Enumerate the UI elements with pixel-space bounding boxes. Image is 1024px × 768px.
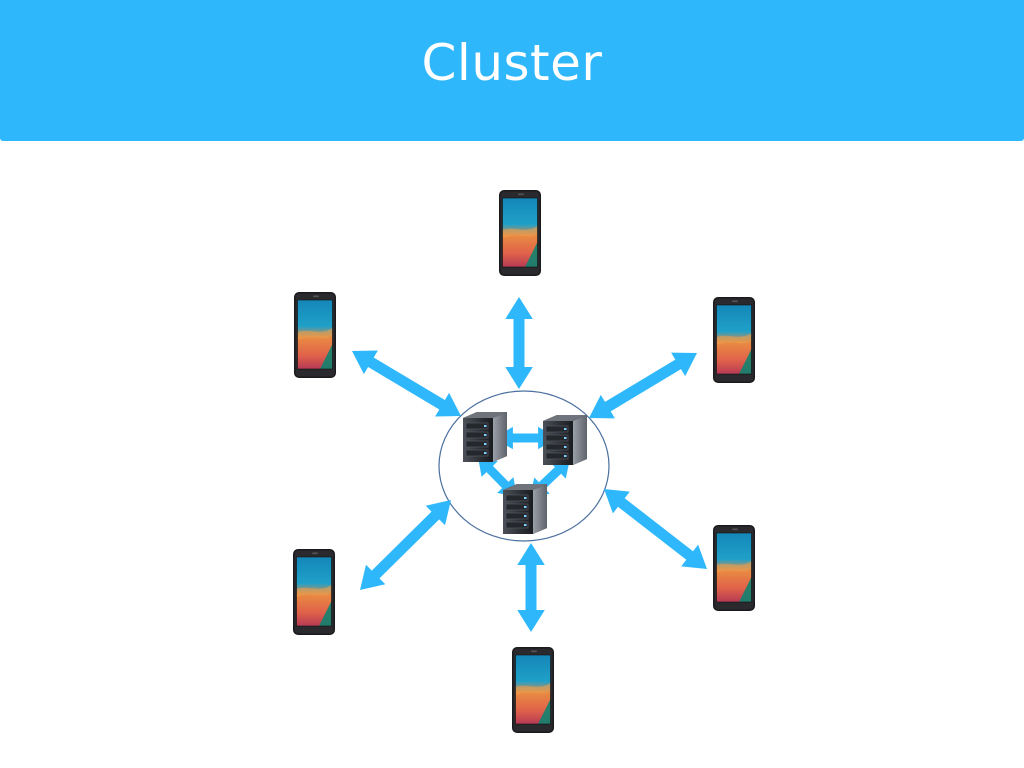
arrow-lower-right xyxy=(604,489,707,569)
smartphone-icon-lower-right xyxy=(712,524,756,612)
arrow-upper-right xyxy=(589,352,697,419)
server-icon-bottom xyxy=(502,483,548,535)
smartphone-icon-bottom xyxy=(511,646,555,734)
arrow-upper-left xyxy=(352,350,461,417)
cluster-boundary xyxy=(438,390,610,542)
smartphone-icon-upper-left xyxy=(293,291,337,379)
smartphone-icon-lower-left xyxy=(292,548,336,636)
slide-title: Cluster xyxy=(421,34,603,92)
server-icon-left xyxy=(462,411,508,463)
title-banner: Cluster xyxy=(0,0,1024,141)
arrow-server-left-right xyxy=(494,426,557,450)
arrow-bottom xyxy=(517,543,545,632)
arrow-lower-left xyxy=(360,500,451,590)
smartphone-icon-top xyxy=(498,189,542,277)
arrow-top xyxy=(505,297,533,389)
server-icon-right xyxy=(542,414,588,466)
arrow-server-left-bottom xyxy=(478,457,517,497)
smartphone-icon-upper-right xyxy=(712,296,756,384)
connection-arrows xyxy=(352,297,707,632)
